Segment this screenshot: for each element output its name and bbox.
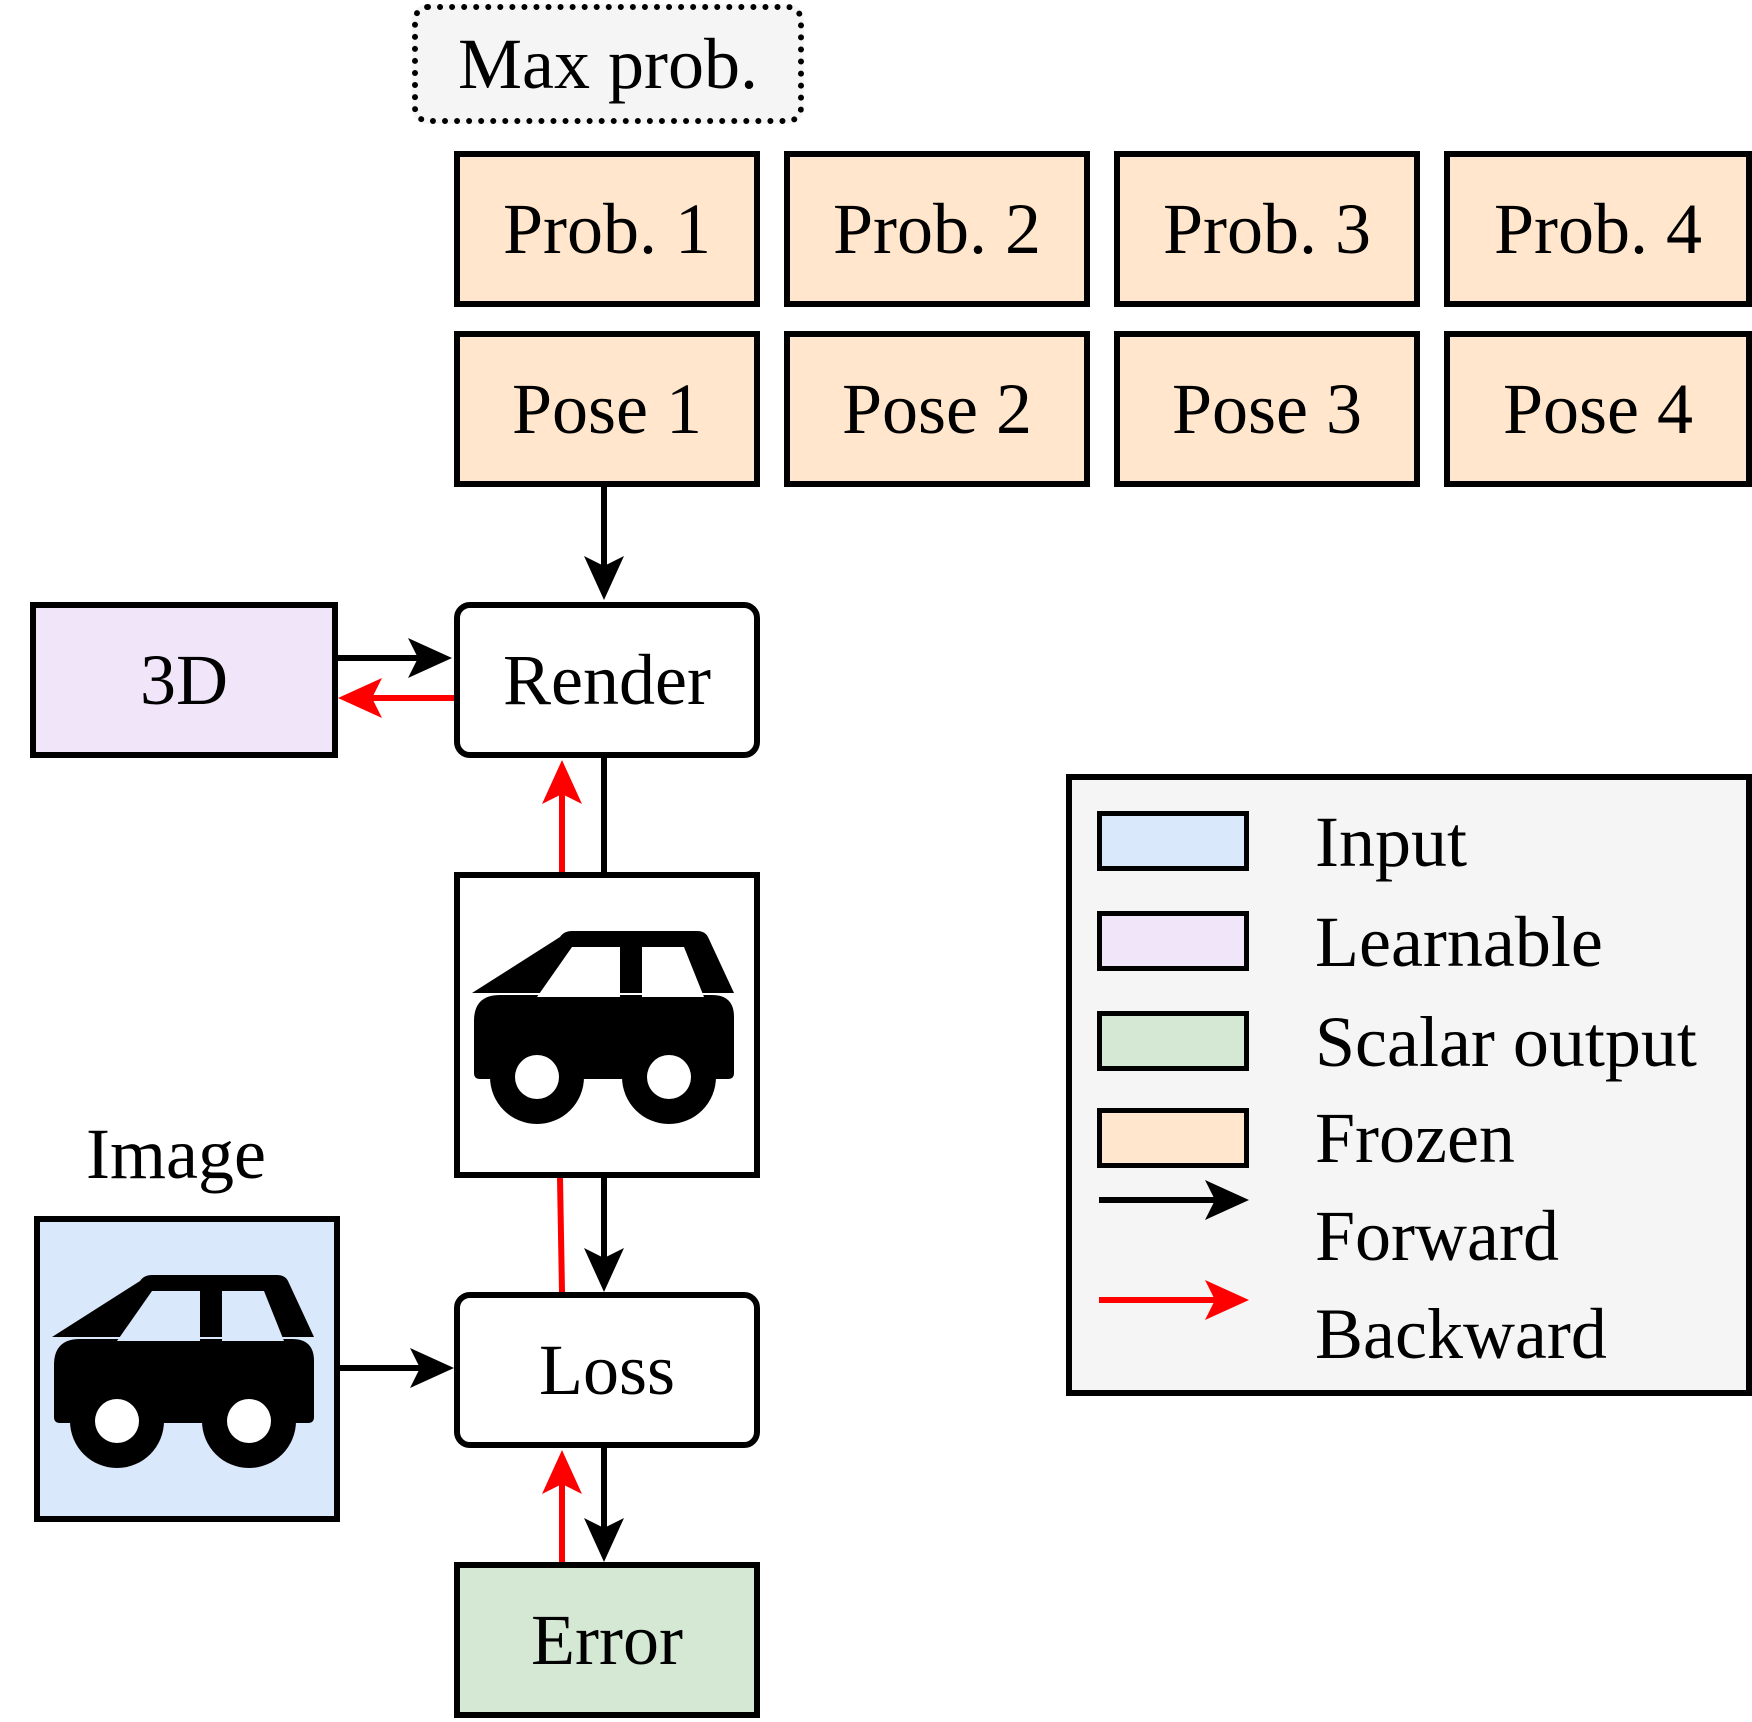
legend-label-frozen: Frozen bbox=[1315, 1098, 1515, 1178]
legend-swatch-frozen bbox=[1097, 1108, 1249, 1168]
pose-box-1: Pose 1 bbox=[454, 331, 760, 487]
rendered-image-box bbox=[454, 872, 760, 1178]
three-d-box: 3D bbox=[30, 602, 338, 758]
pose-box-3: Pose 3 bbox=[1114, 331, 1420, 487]
backward-arrow-error-loss bbox=[542, 1450, 582, 1562]
car-icon bbox=[472, 931, 734, 1124]
render-label: Render bbox=[503, 640, 711, 720]
backward-line-loss-image bbox=[557, 1177, 565, 1293]
legend-swatch-scalar-output bbox=[1097, 1011, 1249, 1071]
car-icon bbox=[52, 1275, 314, 1468]
forward-arrow-image-input-loss bbox=[340, 1348, 454, 1388]
backward-arrow-render-3d bbox=[338, 678, 454, 718]
prob-box-2: Prob. 2 bbox=[784, 151, 1090, 307]
legend-forward-arrow bbox=[1099, 1180, 1249, 1220]
forward-arrow-3d-render bbox=[338, 638, 452, 678]
legend-backward-arrow bbox=[1099, 1280, 1249, 1320]
forward-arrow-loss-error bbox=[584, 1448, 624, 1562]
prob-label-1: Prob. 1 bbox=[502, 189, 712, 269]
max-prob-box: Max prob. bbox=[412, 4, 804, 124]
pose-label-3: Pose 3 bbox=[1171, 369, 1363, 449]
legend-label-backward: Backward bbox=[1315, 1294, 1607, 1374]
render-box: Render bbox=[454, 602, 760, 758]
max-prob-label: Max prob. bbox=[458, 24, 758, 104]
prob-box-1: Prob. 1 bbox=[454, 151, 760, 307]
pose-box-4: Pose 4 bbox=[1444, 331, 1752, 487]
loss-label: Loss bbox=[538, 1330, 676, 1410]
input-image-box bbox=[34, 1216, 340, 1522]
legend-label-scalar-output: Scalar output bbox=[1315, 1002, 1697, 1082]
prob-box-3: Prob. 3 bbox=[1114, 151, 1420, 307]
prob-label-3: Prob. 3 bbox=[1162, 189, 1372, 269]
legend: Input Learnable Scalar output Frozen For… bbox=[1066, 774, 1752, 1396]
pose-label-2: Pose 2 bbox=[841, 369, 1033, 449]
three-d-label: 3D bbox=[140, 640, 228, 720]
legend-label-forward: Forward bbox=[1315, 1196, 1559, 1276]
forward-arrow-image-loss bbox=[584, 1178, 624, 1292]
legend-swatch-learnable bbox=[1097, 911, 1249, 971]
pose-label-1: Pose 1 bbox=[511, 369, 703, 449]
loss-box: Loss bbox=[454, 1292, 760, 1448]
legend-swatch-input bbox=[1097, 811, 1249, 871]
prob-label-4: Prob. 4 bbox=[1493, 189, 1703, 269]
prob-box-4: Prob. 4 bbox=[1444, 151, 1752, 307]
error-box: Error bbox=[454, 1562, 760, 1718]
image-label: Image bbox=[86, 1114, 266, 1194]
prob-label-2: Prob. 2 bbox=[832, 189, 1042, 269]
forward-arrow-pose-render bbox=[584, 487, 624, 600]
backward-arrow-image-render bbox=[542, 760, 582, 872]
legend-label-input: Input bbox=[1315, 802, 1467, 882]
pose-label-4: Pose 4 bbox=[1502, 369, 1694, 449]
pose-box-2: Pose 2 bbox=[784, 331, 1090, 487]
error-label: Error bbox=[531, 1600, 683, 1680]
legend-label-learnable: Learnable bbox=[1315, 902, 1603, 982]
